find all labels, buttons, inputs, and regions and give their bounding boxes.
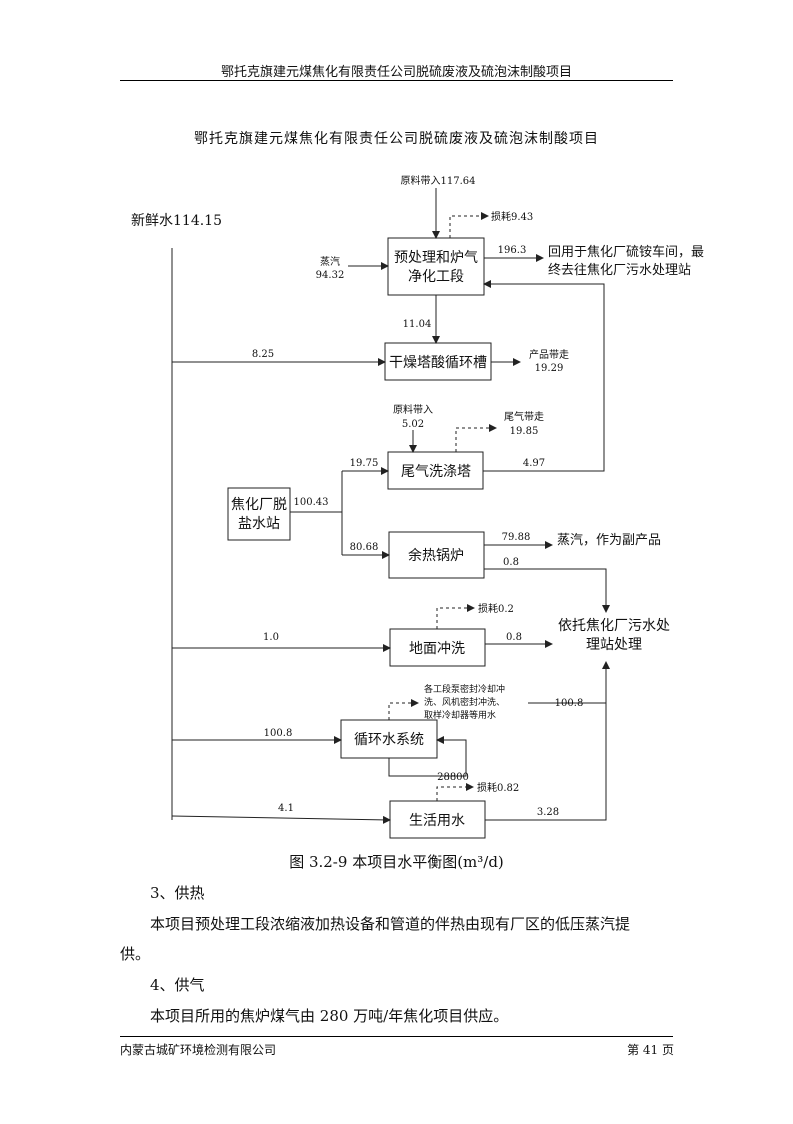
fresh-water-label: 新鲜水114.15	[131, 213, 222, 229]
floor-wash-box	[389, 628, 486, 667]
pretreat-box	[387, 237, 485, 296]
value-11-04: 11.04	[403, 319, 432, 330]
paragraph-heat-1: 本项目预处理工段浓缩液加热设备和管道的伴热由现有厂区的低压蒸汽提	[150, 915, 631, 933]
value-3-28: 3.28	[537, 807, 559, 818]
value-80-68: 80.68	[350, 542, 379, 553]
value-0-8-a: 0.8	[503, 557, 519, 568]
pretreat-label-2: 净化工段	[408, 269, 464, 285]
raw-in-2-value: 5.02	[402, 419, 424, 430]
value-19-75: 19.75	[350, 458, 379, 469]
water-balance-diagram: 预处理和炉气 净化工段 干燥塔酸循环槽 尾气洗涤塔 焦化厂脱 盐水站 余热锅炉 …	[131, 174, 704, 839]
domestic-water-label: 生活用水	[409, 813, 465, 829]
page-header-title: 鄂托克旗建元煤焦化有限责任公司脱硫废液及硫泡沫制酸项目	[220, 65, 572, 80]
footer-rule	[120, 1036, 673, 1037]
flow-loss-3	[436, 783, 474, 801]
wwtp-label-1: 依托焦化厂污水处	[558, 618, 670, 634]
desalt-box	[227, 487, 291, 541]
value-196-3: 196.3	[498, 245, 527, 256]
loss-2-label: 损耗0.2	[478, 602, 514, 615]
value-28800: 28800	[437, 772, 469, 783]
dry-tower-label: 干燥塔酸循环槽	[389, 355, 487, 371]
boiler-box	[388, 531, 485, 579]
value-100-8-b: 100.8	[555, 698, 584, 709]
flow-tail-return	[483, 280, 605, 472]
steam-byproduct-label: 蒸汽，作为副产品	[557, 533, 661, 548]
desalt-label-2: 盐水站	[238, 516, 280, 532]
flow-circ-wwtp	[528, 661, 610, 704]
flow-boiler-wwtp	[484, 568, 610, 613]
desalt-label-1: 焦化厂脱	[231, 497, 287, 513]
flow-circ-note	[388, 699, 419, 720]
product-out-value: 19.29	[535, 363, 564, 374]
flow-loss-1	[449, 212, 489, 238]
boiler-label: 余热锅炉	[408, 547, 464, 564]
footer-page-number: 第 41 页	[627, 1043, 674, 1057]
heading-heat: 3、供热	[150, 884, 205, 902]
circ-note-3: 取样冷却器等用水	[424, 709, 496, 721]
circ-note-1: 各工段泵密封冷却冲	[424, 683, 505, 695]
value-0-8-b: 0.8	[506, 632, 522, 643]
circ-note-2: 洗、风机密封冲洗、	[424, 696, 505, 708]
flow-loss-2	[436, 604, 475, 629]
flow-fresh-domestic	[171, 815, 391, 824]
flow-circ-loop	[388, 736, 467, 777]
tail-out-value: 19.85	[510, 426, 539, 437]
value-79-88: 79.88	[502, 532, 531, 543]
loss-1-label: 损耗9.43	[491, 210, 533, 223]
wwtp-label-2: 理站处理	[586, 637, 642, 653]
steam-label: 蒸汽	[320, 255, 340, 268]
value-4-97: 4.97	[523, 458, 545, 469]
figure-inner-title: 鄂托克旗建元煤焦化有限责任公司脱硫废液及硫泡沫制酸项目	[194, 131, 599, 147]
value-100-8-a: 100.8	[264, 728, 293, 739]
paragraph-gas: 本项目所用的焦炉煤气由 280 万吨/年焦化项目供应。	[150, 1007, 509, 1025]
raw-in-2-label: 原料带入	[393, 403, 433, 416]
pretreat-label-1: 预处理和炉气	[394, 250, 478, 266]
figure-caption: 图 3.2-9 本项目水平衡图(m³/d)	[289, 853, 504, 871]
value-100-43: 100.43	[294, 497, 329, 508]
header-rule	[120, 80, 673, 81]
tail-gas-label: 尾气洗涤塔	[401, 464, 471, 480]
flow-domestic-wwtp	[485, 662, 607, 821]
product-out-label: 产品带走	[529, 348, 569, 361]
paragraph-heat-2: 供。	[120, 945, 151, 963]
reuse-label-1: 回用于焦化厂硫铵车间，最	[548, 244, 704, 260]
footer-company: 内蒙古城矿环境检测有限公司	[120, 1043, 277, 1057]
raw-in-1-label: 原料带入117.64	[401, 174, 476, 187]
reuse-label-2: 终去往焦化厂污水处理站	[548, 262, 691, 278]
value-4-1: 4.1	[278, 803, 294, 814]
floor-wash-label: 地面冲洗	[409, 641, 465, 657]
steam-value: 94.32	[316, 270, 345, 281]
value-1-0: 1.0	[263, 632, 279, 643]
heading-gas: 4、供气	[150, 976, 205, 994]
flow-tail-out	[455, 424, 497, 452]
tail-out-label: 尾气带走	[504, 410, 544, 423]
value-8-25: 8.25	[252, 349, 274, 360]
dry-tower-box	[384, 342, 492, 381]
circ-water-label: 循环水系统	[354, 732, 424, 748]
loss-3-label: 损耗0.82	[477, 781, 519, 794]
